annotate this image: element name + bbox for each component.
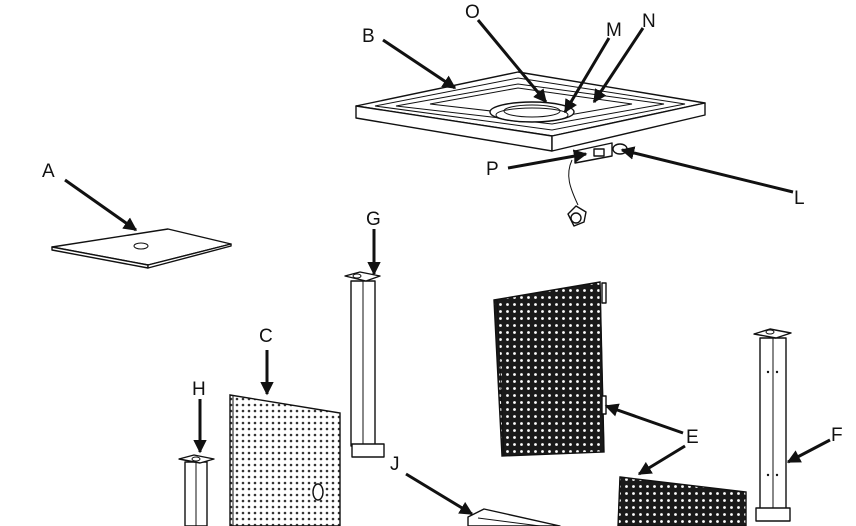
arrow-e-upper xyxy=(604,403,684,435)
label-n: N xyxy=(642,11,656,32)
label-f: F xyxy=(831,425,843,446)
label-l: L xyxy=(794,188,805,209)
part-j-bottom-frame xyxy=(467,508,561,526)
arrow-m xyxy=(563,37,611,114)
label-j: J xyxy=(390,454,400,475)
label-g: G xyxy=(366,209,381,230)
label-b: B xyxy=(362,26,375,47)
arrow-e-lower xyxy=(637,444,686,476)
label-m: M xyxy=(606,20,622,41)
part-b-table-top xyxy=(355,71,706,227)
part-l-control-knob xyxy=(612,143,628,155)
part-e-mesh-panel-lower xyxy=(617,476,747,526)
part-e-mesh-panel-upper xyxy=(493,281,607,457)
arrow-n xyxy=(592,27,645,104)
arrow-a xyxy=(64,178,138,232)
arrow-o xyxy=(476,19,548,104)
label-e: E xyxy=(686,427,699,448)
label-o: O xyxy=(465,2,480,23)
label-h: H xyxy=(192,379,206,400)
part-g-leg xyxy=(344,271,385,458)
arrow-f xyxy=(786,438,831,464)
part-a-base-plate xyxy=(51,228,232,269)
arrow-b xyxy=(382,38,457,90)
label-p: P xyxy=(486,159,499,180)
arrow-p xyxy=(507,149,588,170)
arrow-j xyxy=(405,472,474,516)
arrow-l xyxy=(620,146,794,194)
part-h-leg xyxy=(178,454,215,526)
label-a: A xyxy=(42,161,55,182)
part-c-perforated-panel xyxy=(229,394,341,526)
label-c: C xyxy=(259,326,273,347)
part-f-leg xyxy=(753,328,792,522)
